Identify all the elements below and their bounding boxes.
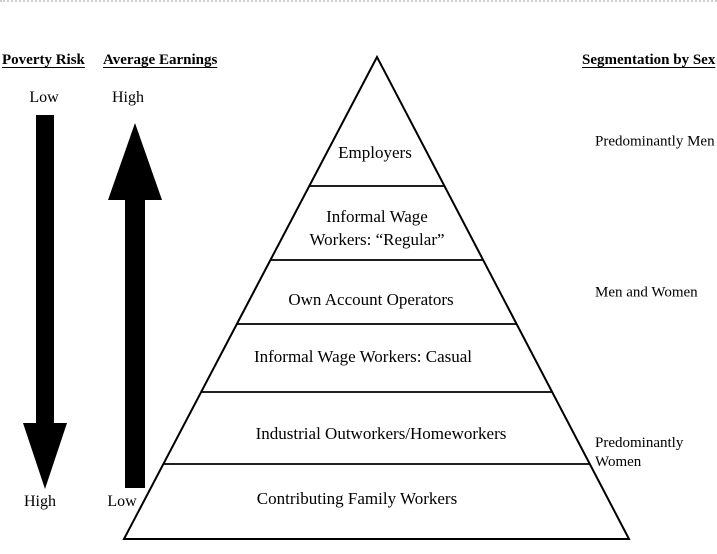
tier-label-contributing-family-workers: Contributing Family Workers xyxy=(256,489,458,508)
tier-label-employers: Employers xyxy=(338,143,412,162)
segmentation-label-line: Women xyxy=(595,454,642,470)
tier-label-line: Workers: “Regular” xyxy=(309,230,445,249)
segmentation-label-men-and-women: Men and Women xyxy=(595,284,698,301)
tier-label-industrial-outworkers: Industrial Outworkers/Homeworkers xyxy=(255,424,507,443)
poverty-risk-bottom-label: High xyxy=(24,493,56,510)
average-earnings-top-label: High xyxy=(112,89,144,106)
poverty-risk-top-label: Low xyxy=(29,89,59,106)
poverty-risk-header: Poverty Risk xyxy=(2,52,85,68)
average-earnings-up-arrow-icon xyxy=(108,123,162,488)
tier-label-informal-wage-casual: Informal Wage Workers: Casual xyxy=(253,347,473,366)
segmentation-header: Segmentation by Sex xyxy=(582,52,716,68)
segmentation-label-predominantly-women: Predominantly Women xyxy=(595,434,683,472)
segmentation-label-line: Predominantly xyxy=(595,435,684,451)
tier-label-line: Informal Wage xyxy=(326,207,428,226)
pyramid-outline xyxy=(122,54,631,540)
average-earnings-header: Average Earnings xyxy=(103,52,218,68)
tier-label-informal-wage-regular: Informal Wage Workers: “Regular” xyxy=(309,205,444,251)
tier-label-own-account-operators: Own Account Operators xyxy=(288,290,454,309)
segmentation-label-predominantly-men: Predominantly Men xyxy=(595,133,715,150)
average-earnings-bottom-label: Low xyxy=(107,493,137,510)
poverty-risk-down-arrow-icon xyxy=(23,115,67,489)
